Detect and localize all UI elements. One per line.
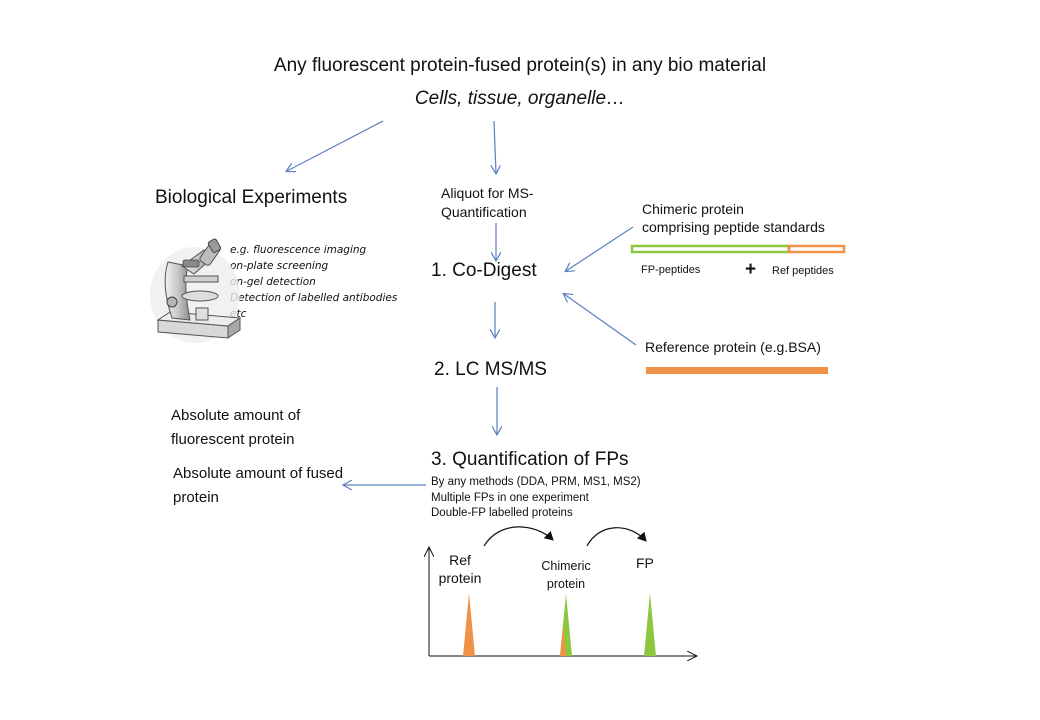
microscope-icon xyxy=(150,238,242,343)
detail-line: Double-FP labelled proteins xyxy=(431,507,573,519)
step-co-digest: 1. Co-Digest xyxy=(431,260,537,281)
peak-label-ref: Ref protein xyxy=(438,552,482,586)
note-item: e.g. fluorescence imaging xyxy=(230,244,367,256)
arrow-reference-to-co-digest xyxy=(564,294,637,346)
note-item: on-plate screening xyxy=(230,260,329,272)
output-fused-amount: Absolute amount of fused protein xyxy=(173,465,344,506)
chimeric-protein-bar xyxy=(630,244,846,254)
detail-line: By any methods (DDA, PRM, MS1, MS2) xyxy=(431,476,641,488)
curved-arrow-chimeric-to-fp xyxy=(586,527,647,547)
peak-label-fp: FP xyxy=(636,555,654,571)
detail-line: Multiple FPs in one experiment xyxy=(431,491,589,504)
plus-sign: + xyxy=(745,259,757,280)
reference-protein-bar xyxy=(646,367,828,374)
chimeric-line1: Chimeric protein xyxy=(642,201,744,217)
peak-chimeric-protein xyxy=(560,594,572,656)
reference-protein-label: Reference protein (e.g.BSA) xyxy=(645,339,821,355)
aliquot-label: Aliquot for MS-Quantification xyxy=(441,185,534,220)
arrow-to-bio-experiments xyxy=(287,120,384,171)
arrow-to-aliquot xyxy=(494,120,496,173)
peak-fp xyxy=(644,593,656,656)
experiment-notes: e.g. fluorescence imaging on-plate scree… xyxy=(230,242,397,322)
chimeric-line2: comprising peptide standards xyxy=(642,219,825,235)
fp-peptides-label: FP-peptides xyxy=(641,264,701,276)
ref-peptides-label: Ref peptides xyxy=(772,265,834,277)
step-lc-msms: 2. LC MS/MS xyxy=(434,359,547,380)
chimeric-protein-label: Chimeric protein comprising peptide stan… xyxy=(642,200,825,236)
diagram-subtitle: Cells, tissue, organelle… xyxy=(414,88,626,109)
curved-arrow-ref-to-chimeric xyxy=(483,526,554,547)
note-item: Detection of labelled antibodies xyxy=(230,292,398,304)
diagram-title: Any fluorescent protein-fused protein(s)… xyxy=(273,55,767,76)
quantification-details: By any methods (DDA, PRM, MS1, MS2) Mult… xyxy=(431,475,641,522)
biological-experiments-label: Biological Experiments xyxy=(155,187,348,208)
peak-label-chimeric: Chimeric protein xyxy=(541,559,591,591)
note-item: on-gel detection xyxy=(230,276,316,288)
output-fluorescent-amount: Absolute amount of fluorescent protein xyxy=(171,407,301,448)
arrow-chimeric-to-co-digest xyxy=(566,226,634,271)
step-quantification: 3. Quantification of FPs xyxy=(431,449,629,470)
peak-ref-protein xyxy=(463,593,475,656)
